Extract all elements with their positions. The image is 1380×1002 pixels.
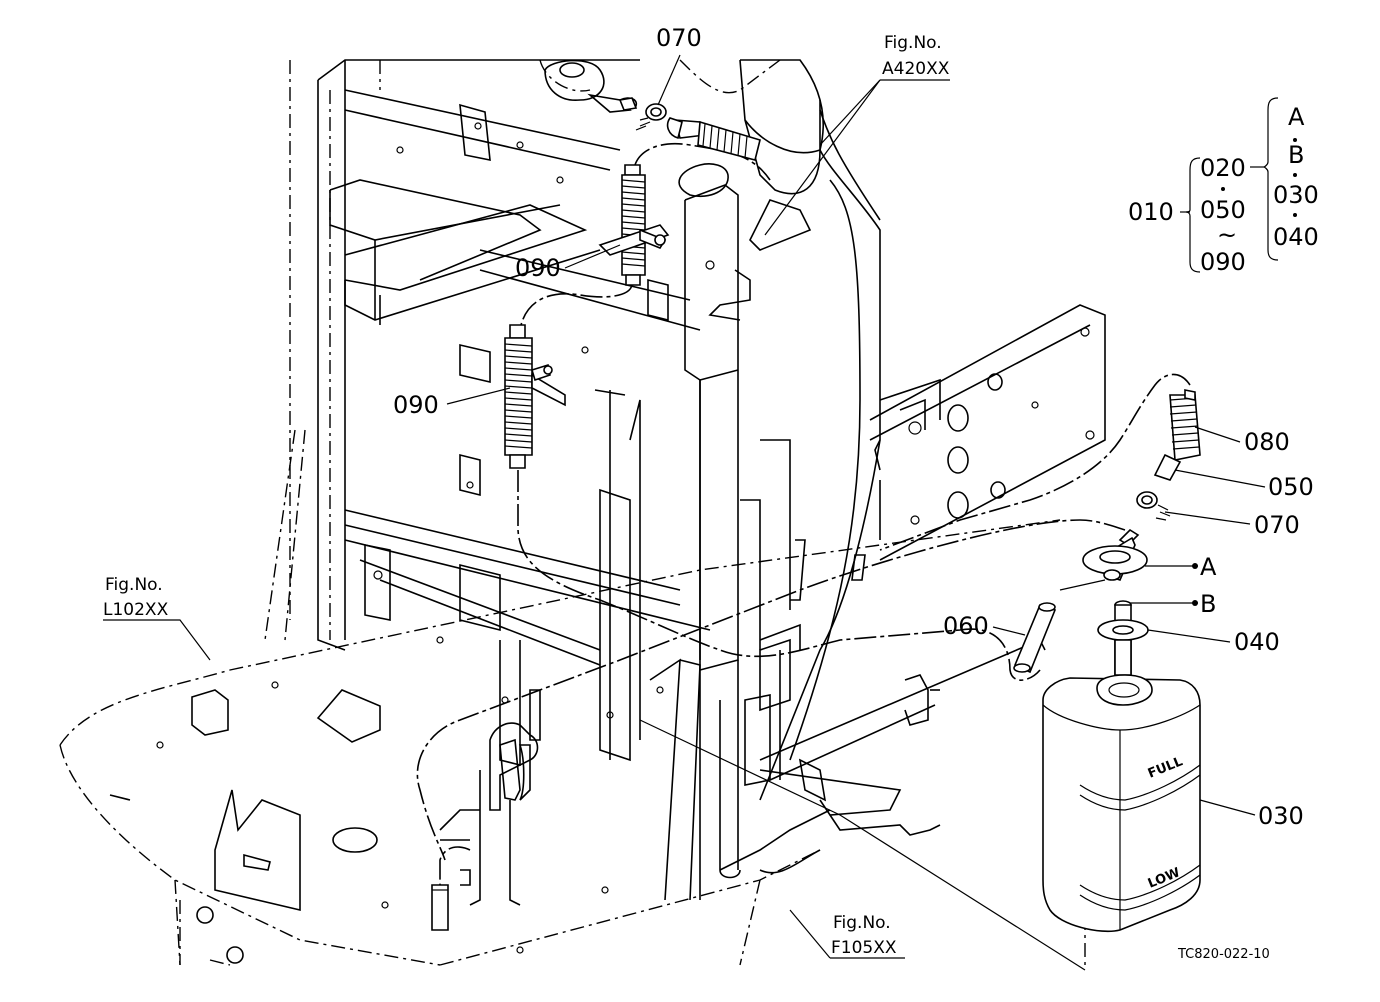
callout-030: 030 [1258,802,1304,830]
nozzle-drop [431,884,449,931]
legend-tilde: ~ [1217,221,1237,249]
drawing-code: TC820-022-10 [1177,947,1270,962]
legend-b: B [1288,141,1304,169]
legend-010: 010 [1128,198,1174,226]
hose-nozzle-drop [439,846,471,890]
fig-refs: Fig.No. A420XX Fig.No. L102XX Fig.No. F1… [103,33,950,958]
nozzle-lower-090 [504,324,566,469]
main-frame [317,59,711,767]
callout-050: 050 [1268,473,1314,501]
legend-090: 090 [1200,248,1246,276]
fig-ref-f105-number: F105XX [831,938,897,958]
top-joint-and-clip [618,97,761,161]
fig-ref-a420-number: A420XX [882,59,950,79]
washer-tank-group: FULL LOW [1013,389,1201,933]
right-side-panel [647,59,881,901]
right-cross-member [851,304,1106,581]
washer-hoses [416,142,1191,890]
callouts: 070 090 090 080 050 070 A B 060 040 030 [393,24,1314,830]
callout-leaders [446,54,1266,816]
fig-ref-leaders [103,79,950,959]
legend-a: A [1288,103,1305,131]
nozzle-upper-090 [598,164,670,286]
floor-plate [59,519,1061,966]
lower-center-bracket [439,722,539,906]
hose-tank-to-nozzle [416,519,1126,861]
lower-frame-rails [719,638,1046,966]
callout-040: 040 [1234,628,1280,656]
parts-legend: 010 020 050 ~ 090 A B 030 040 [1128,97,1319,276]
callout-070-right: 070 [1254,511,1300,539]
hose-upper-to-lower-clip [519,284,633,331]
callout-070-top: 070 [656,24,702,52]
callout-b: B [1200,590,1216,618]
legend-040: 040 [1273,223,1319,251]
hose-top-loop [634,142,771,181]
callout-080: 080 [1244,428,1290,456]
hose-main-run [517,470,1041,681]
legend-050: 050 [1200,196,1246,224]
upper-mechanism [379,59,781,197]
fig-ref-l102-label: Fig.No. [105,575,163,595]
fig-ref-f105-label: Fig.No. [833,913,891,933]
legend-020: 020 [1200,154,1246,182]
fig-ref-l102-number: L102XX [103,600,169,620]
callout-090-lower: 090 [393,391,439,419]
left-phantom-post [264,60,331,641]
callout-060: 060 [943,612,989,640]
legend-030: 030 [1273,181,1319,209]
hose-return [879,373,1191,551]
callout-a: A [1200,553,1217,581]
fig-ref-a420-label: Fig.No. [884,33,942,53]
callout-090-upper: 090 [515,254,561,282]
